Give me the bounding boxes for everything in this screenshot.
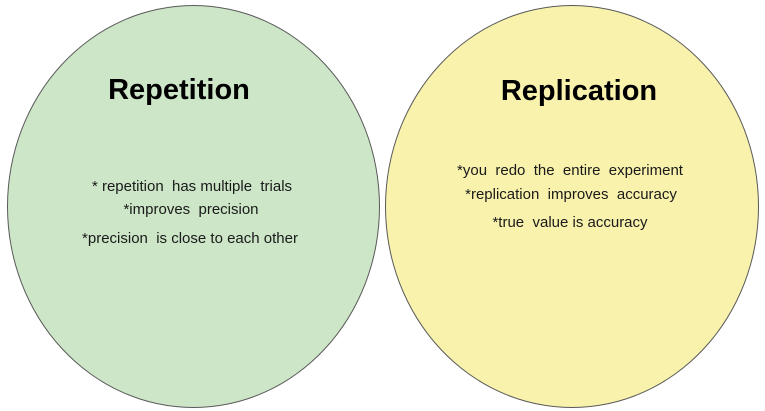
repetition-item-multiple-trials: * repetition has multiple trials bbox=[91, 178, 293, 195]
replication-circle bbox=[385, 5, 759, 408]
replication-item-true-value: *true value is accuracy bbox=[492, 214, 648, 231]
repetition-title: Repetition bbox=[108, 74, 250, 106]
repetition-item-improves-precision: *improves precision bbox=[123, 201, 259, 218]
replication-item-improves-accuracy: *replication improves accuracy bbox=[465, 186, 677, 203]
repetition-item-precision-close: *precision is close to each other bbox=[82, 230, 298, 247]
replication-item-redo-experiment: *you redo the entire experiment bbox=[457, 162, 683, 179]
replication-title: Replication bbox=[500, 75, 658, 107]
repetition-circle bbox=[7, 5, 380, 408]
